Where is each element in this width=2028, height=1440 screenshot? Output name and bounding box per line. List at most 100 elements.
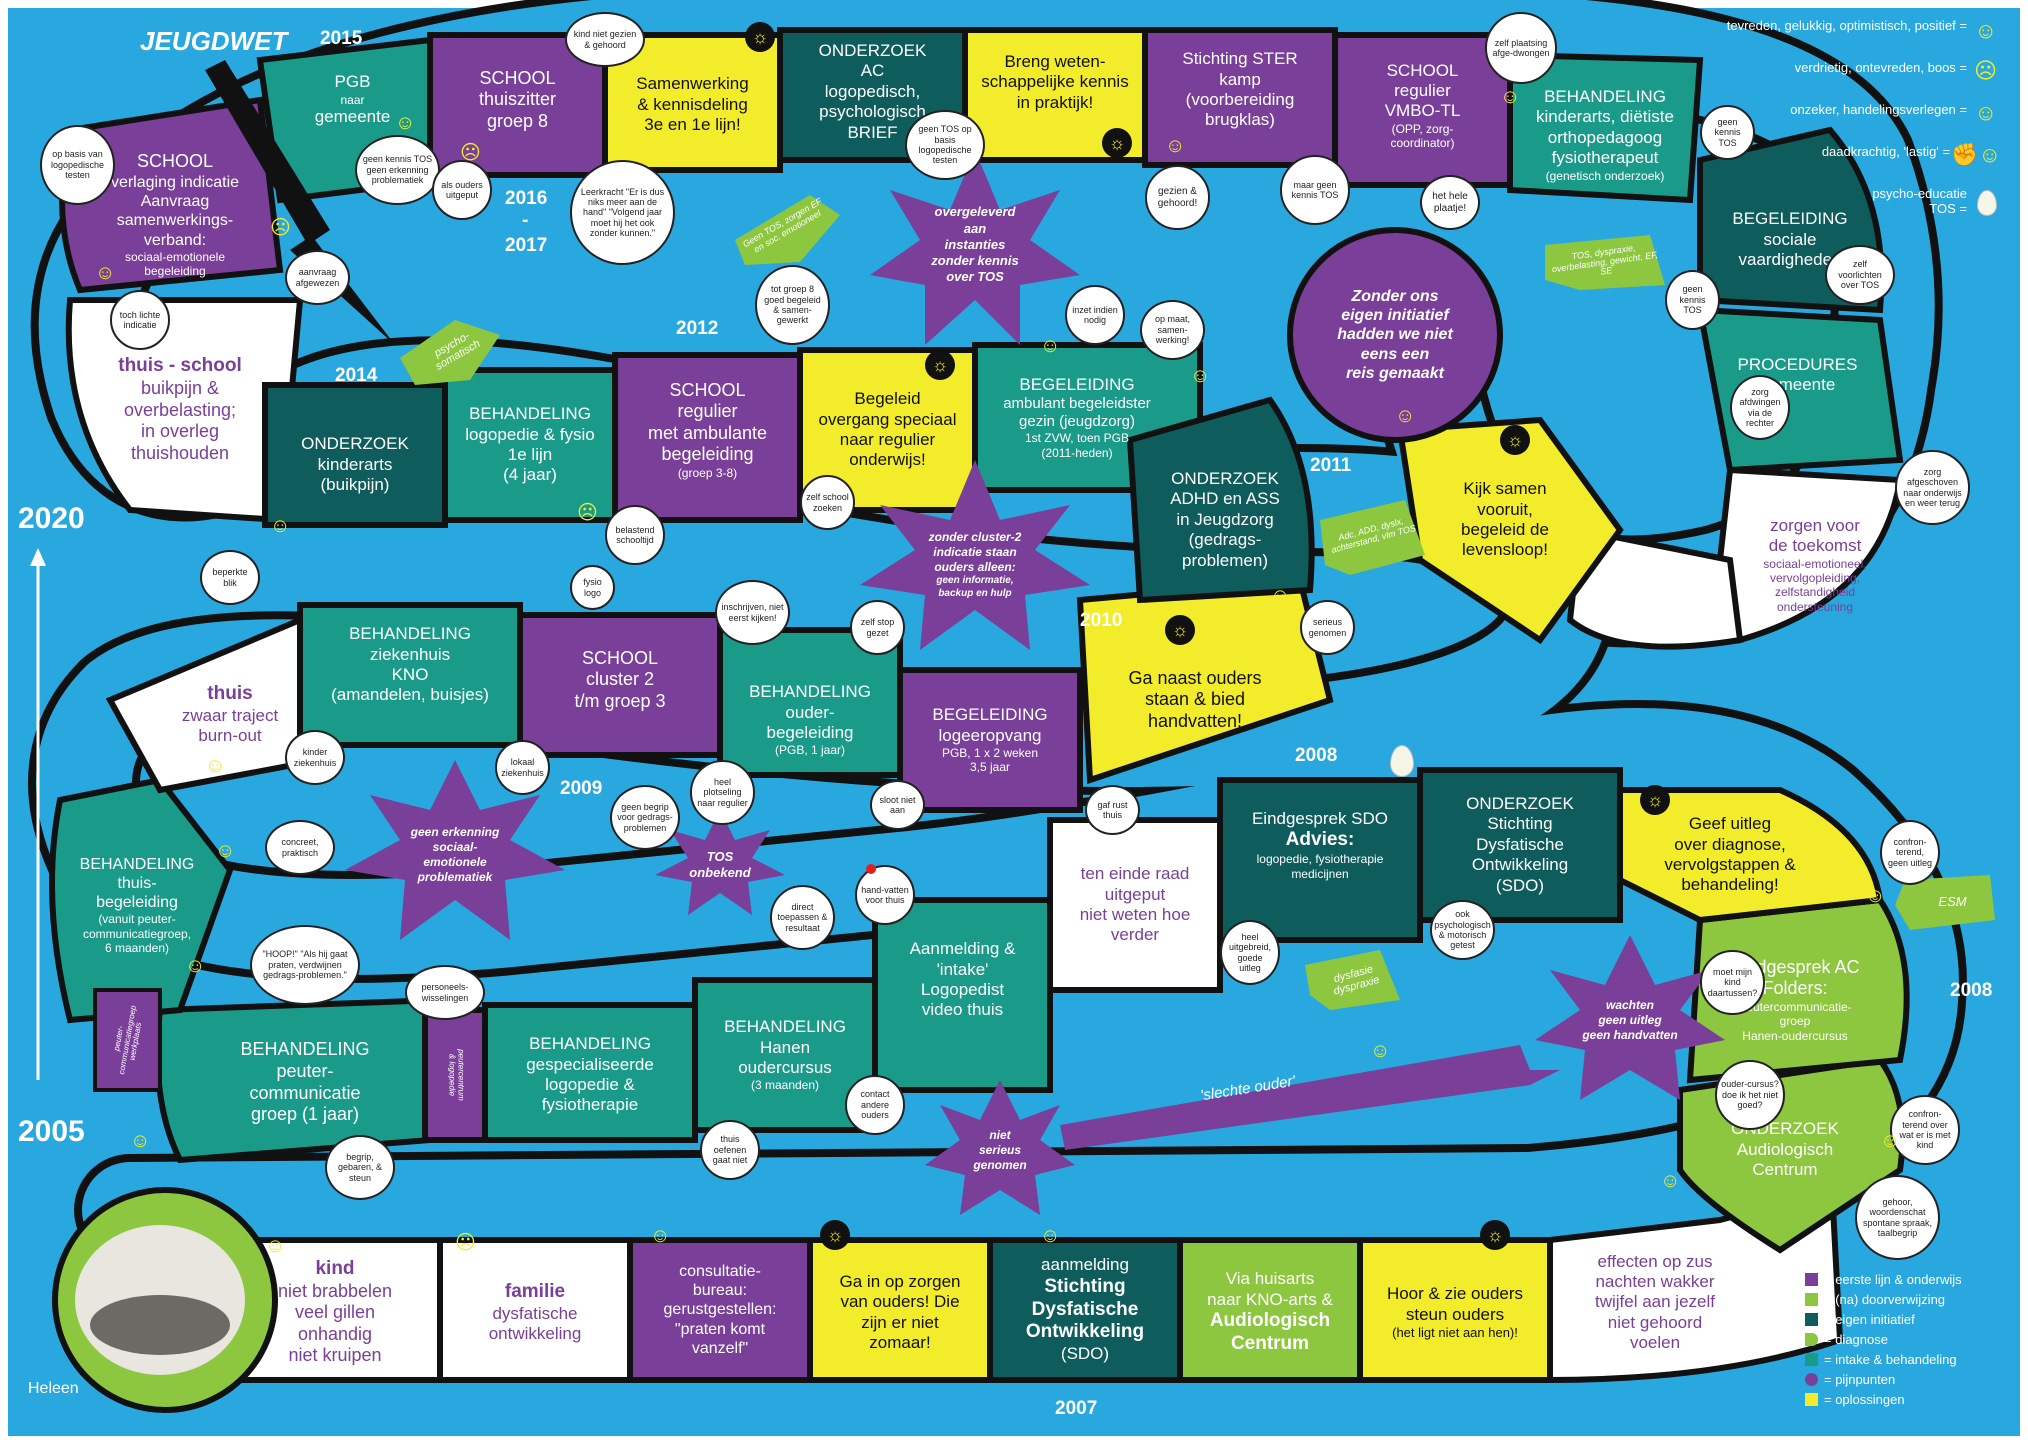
tile-ouderbegeleiding-text: BEHANDELING ouder- begeleiding (PGB, 1 j… [722,670,898,770]
bubble: op maat, samen-werking! [1140,300,1205,360]
tag-adc [1320,500,1425,575]
tile-line: ADHD en ASS [1170,489,1280,509]
tile-line: coordinator) [1390,136,1455,151]
tile-line: 3,5 jaar [969,760,1011,775]
bubble: concreet, praktisch [265,820,335,875]
tile-school-ambulant-text: SCHOOL regulier met ambulante begeleidin… [617,370,798,490]
happy-face-icon: ☺ [205,755,226,777]
tile-line: Hoor & zie ouders [1386,1284,1524,1304]
tile-line: BEHANDELING [469,404,591,424]
tile-line: consultatie- [679,1263,761,1281]
tile-line: fysiotherapeut [1551,148,1659,168]
tile-line: cluster 2 [585,669,655,690]
tile-line: niet weten hoe [1079,905,1191,924]
tile-line: SCHOOL [479,67,556,88]
tile-line: zijn er niet [861,1312,939,1332]
tile-line: Dysfatische [1476,834,1564,854]
year-2008-top: 2008 [1295,745,1338,766]
tile-line: effecten op zus [1597,1251,1713,1271]
bubble: zelf school zoeken [800,475,855,530]
tile-line: BEGELEIDING [932,705,1048,725]
tile-line: thuishouden [130,442,230,463]
tile-line: behandeling! [1681,875,1779,895]
happy-face-icon: ☺ [1165,135,1186,157]
axis-2005: 2005 [18,1115,85,1148]
bubble: gehoor, woordenschat spontane spraak, ta… [1855,1175,1940,1260]
tile-line: BEHANDELING [1544,87,1666,107]
tile-kinderarts-text: ONDERZOEK kinderarts (buikpijn) [267,420,443,510]
tile-line: thuis [207,683,253,705]
tile-logeeropvang-text: BEGELEIDING logeeropvang PGB, 1 x 2 weke… [902,685,1078,795]
star-niet-serieus [925,1080,1075,1215]
tile-line: sociale [1763,229,1817,249]
tile-line: 'intake' [936,959,989,979]
tile-line: communicatie [249,1082,361,1103]
tile-line: Centrum [1752,1160,1818,1180]
bubble: contact andere ouders [845,1075,905,1135]
tile-line: video thuis [921,1000,1004,1020]
board-title: JEUGDWET [140,26,288,56]
bubble: confron-terend over wat er is met kind [1890,1095,1960,1165]
tile-line: "praten komt [674,1320,766,1338]
star-line: genomen [973,1157,1027,1172]
tile-line: logopedie & fysio [465,424,595,444]
strong-face-icon: ☺ [185,955,206,977]
tile-line: staan & bied [1144,689,1246,710]
tile-line: in praktijk! [1016,92,1094,112]
legend-color-row: = eigen initiatief [1805,1312,1915,1327]
happy-face-icon: ☺ [215,840,236,862]
tile-line: bureau: [692,1282,748,1300]
tile-line: Ontwikkeling [1025,1321,1145,1343]
tile-adhd-ass-text: ONDERZOEK ADHD en ASS in Jeugdzorg (gedr… [1150,455,1300,585]
happy-face-icon: ☺ [395,112,416,134]
tile-school-verlaging-text: SCHOOL verlaging indicatie Aanvraag same… [80,145,270,285]
tile-line: ouder- [785,702,835,722]
tile-kind-text: kind niet brabbelen veel gillen onhandig… [232,1250,438,1375]
legend-label: = oplossingen [1824,1392,1905,1407]
tile-pgb-text: PGB naar gemeente [280,60,425,140]
tile-line: Samenwerking [636,74,749,94]
tile-line: BEHANDELING [724,1017,846,1037]
tile-line: levensloop! [1461,540,1548,560]
lightbulb-icon: ☼ [925,350,955,380]
bubble: beperkte blik [200,550,260,605]
timeline-arrow-head [30,548,46,566]
tile-line: begeleiding [144,264,206,279]
tile-line: naar KNO-arts & [1207,1289,1333,1309]
bubble: geen kennis TOS [1665,270,1720,330]
bubble: inschrijven, niet eerst kijken! [715,580,790,645]
legend-color-row: = (na) doorverwijzing [1805,1292,1945,1307]
tile-line: (buikpijn) [320,475,390,495]
year-2010: 2010 [1080,610,1123,631]
tile-line: Begeleid [854,389,921,409]
tile-peutercommunicatie-text: BEHANDELING peuter- communicatie groep (… [190,1020,420,1145]
year-2007: 2007 [1055,1398,1098,1419]
bubble: "HOOP!" "Als hij gaat praten, verdwijnen… [250,925,360,1005]
tile-line: (groep 3-8) [677,465,738,480]
tile-line: (vanuit peuter- [98,912,176,927]
tile-line: eigen initiatief [1341,307,1449,325]
tile-kind-line: niet kruipen [288,1345,382,1366]
tile-kind-title: kind [315,1257,355,1279]
legend-label: TOS = [1929,201,1967,216]
final-circle-text: Zonder ons eigen initiatief hadden we ni… [1300,280,1490,390]
tile-thuis-school-text: thuis - school buikpijn & overbelasting;… [80,340,280,480]
tile-line: in Jeugdzorg [1176,509,1274,529]
tile-familie-line: ontwikkeling [488,1323,582,1343]
tags [400,195,1995,1010]
tile-line: vanzelf" [691,1339,749,1357]
bottom-row-tiles [52,1140,1844,1413]
tile-line: Folders: [1762,978,1828,999]
year-2014: 2014 [335,365,378,386]
legend-label: verdrietig, ontevreden, boos = [1794,60,1967,75]
legend-label: = (na) doorverwijzing [1824,1292,1946,1307]
tile-line: verlaging indicatie [110,174,240,192]
tile-line: met ambulante [647,422,768,443]
sad-face-icon: ☹ [460,142,481,164]
tile-line: (genetisch onderzoek) [1545,168,1665,183]
tile-kind-line: niet brabbelen [277,1280,393,1301]
tile-school-thuiszitter-text: SCHOOL thuiszitter groep 8 [432,55,603,145]
tile-line: Advies: [1285,829,1355,851]
